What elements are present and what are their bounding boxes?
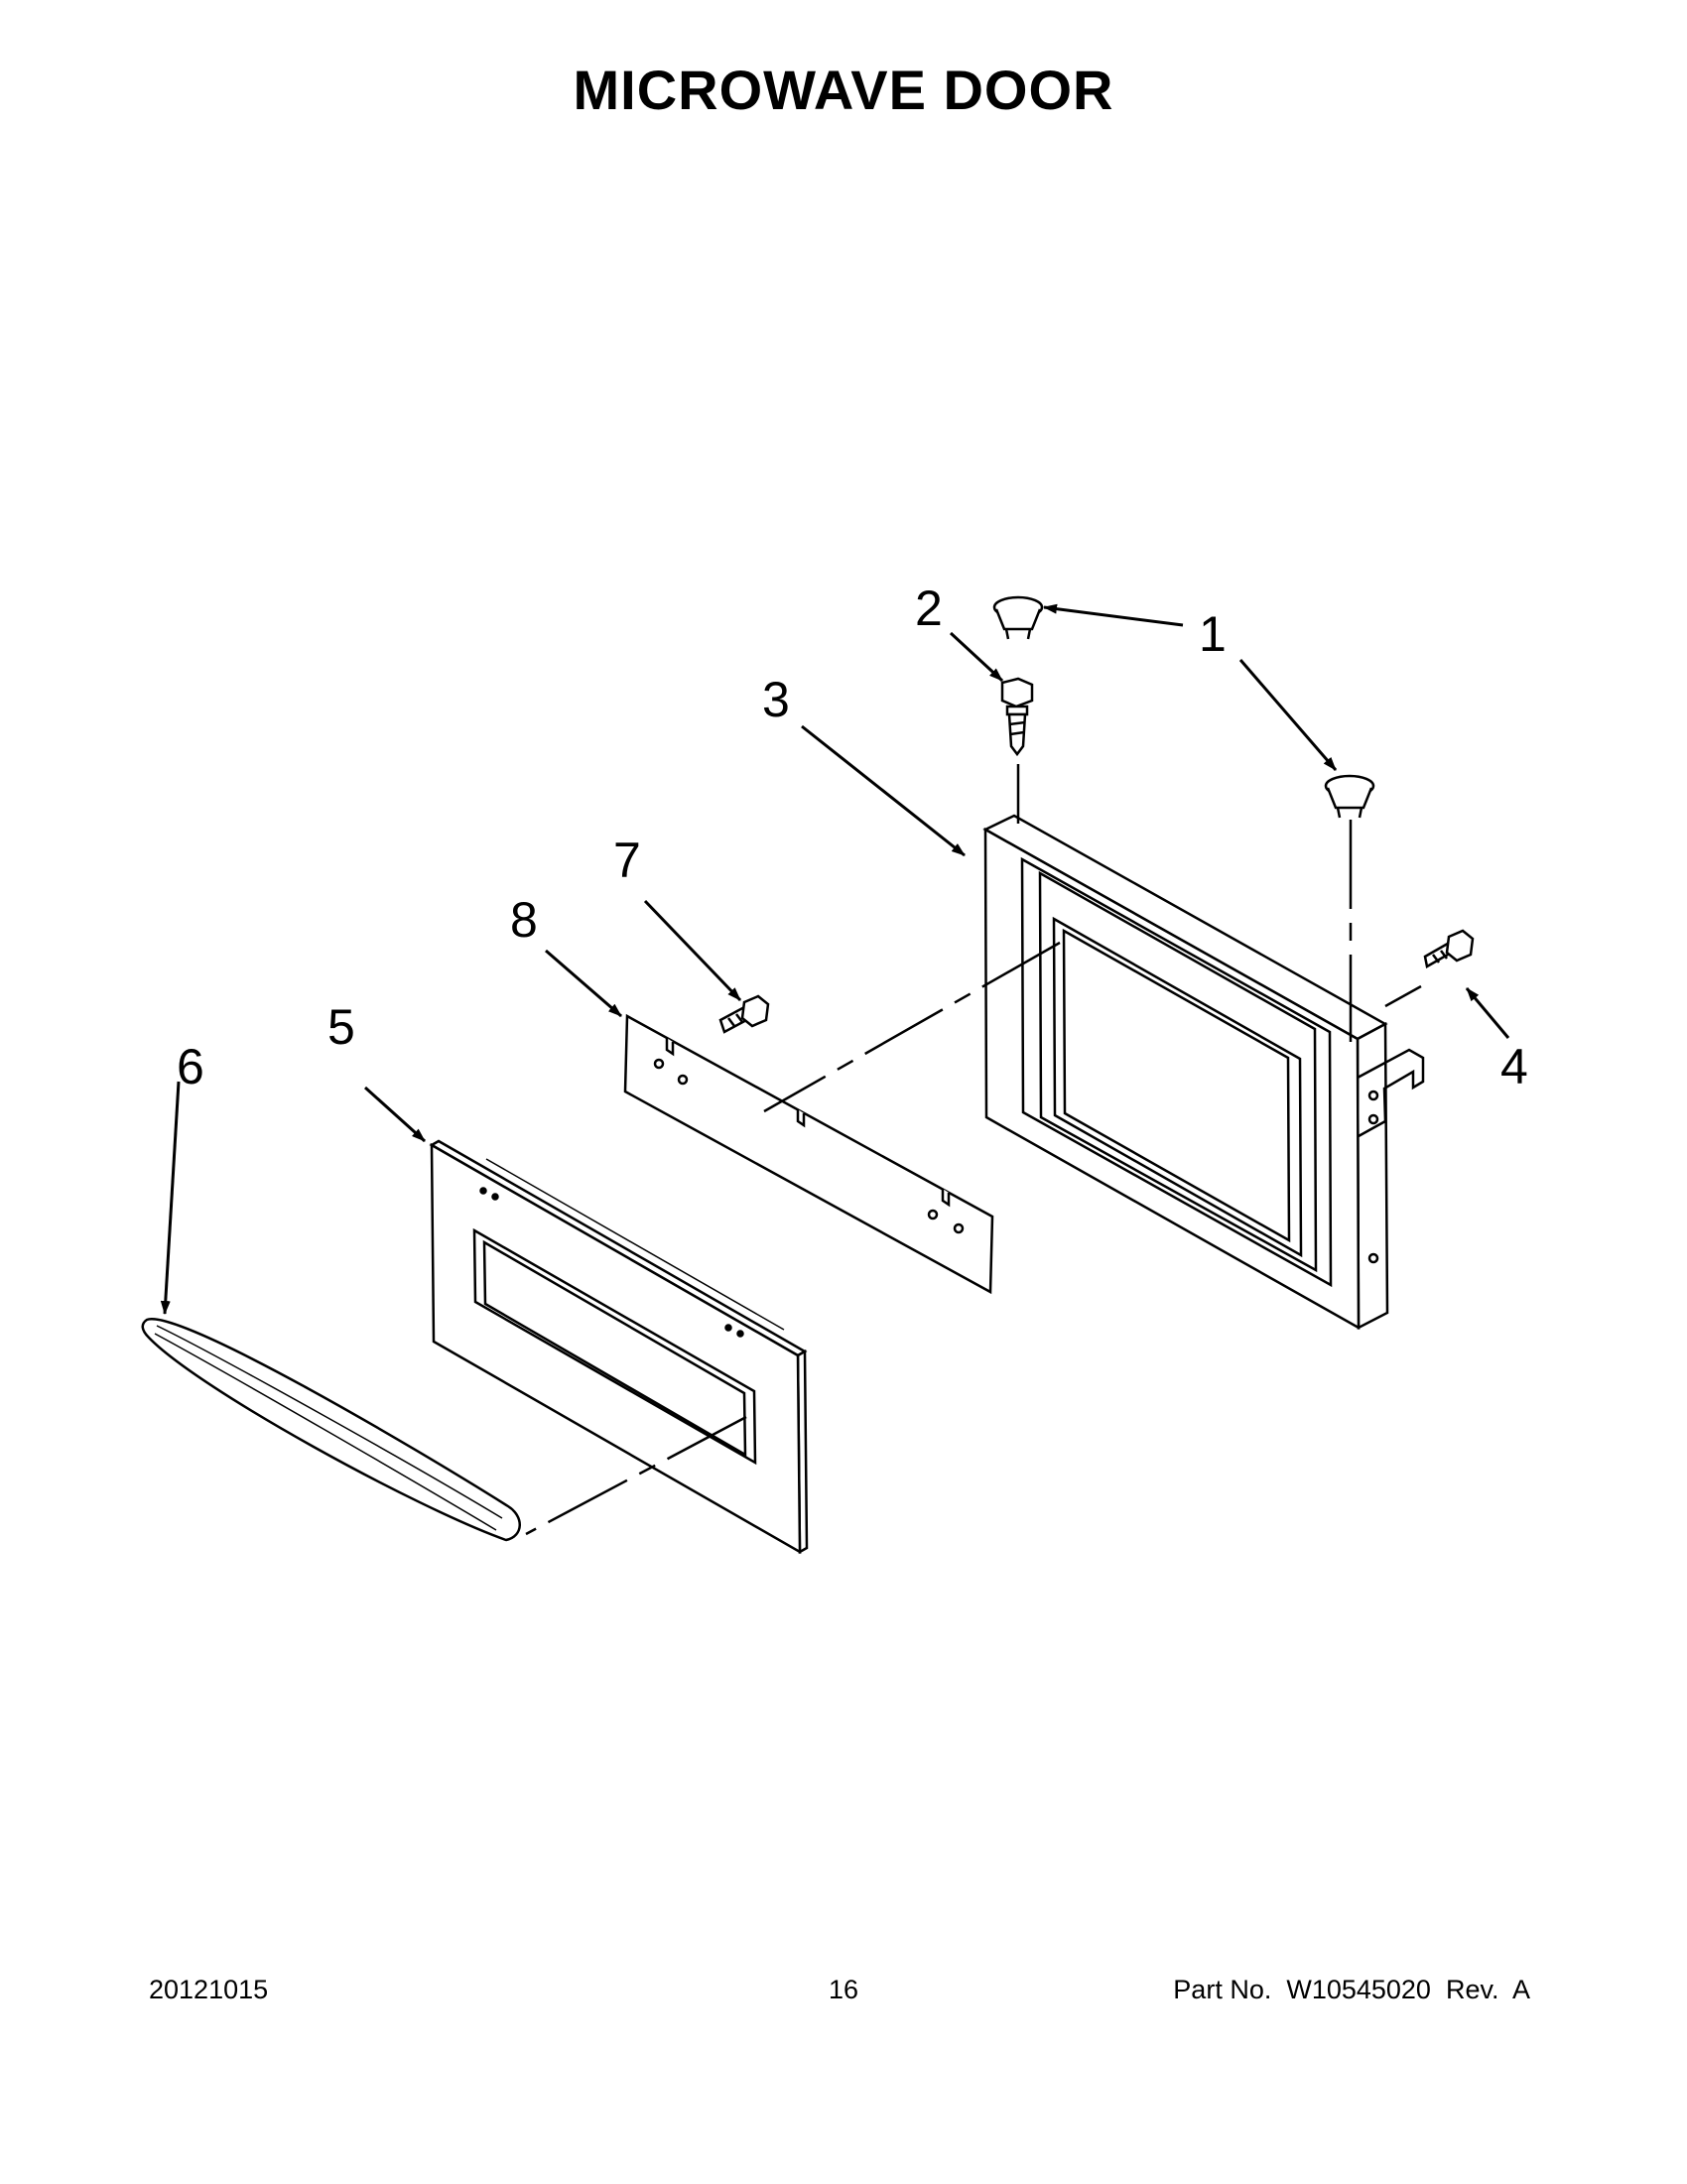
part-1-plug-right [1324, 774, 1375, 819]
callout-2: 2 [915, 580, 943, 636]
callout-5: 5 [327, 999, 355, 1055]
part-3-inner-door-frame [982, 814, 1425, 1331]
footer-part-number: Part No. W10545020 Rev. A [1173, 1975, 1530, 2004]
part-5-door-panel [429, 1139, 809, 1555]
callout-3: 3 [762, 672, 790, 727]
footer-page-number: 16 [828, 1975, 859, 2004]
alignment-lines [525, 764, 1422, 1536]
part-1-plug-left [992, 595, 1044, 640]
callout-4: 4 [1500, 1039, 1528, 1094]
callout-6: 6 [177, 1039, 204, 1094]
part-8-bracket [623, 1013, 994, 1295]
callout-7: 7 [613, 833, 641, 888]
footer-date: 20121015 [149, 1975, 269, 2004]
part-4-screw [1423, 929, 1475, 968]
part-6-handle [141, 1318, 521, 1542]
page-title: MICROWAVE DOOR [573, 59, 1114, 121]
part-7-screw [718, 994, 770, 1034]
callout-8: 8 [510, 892, 538, 948]
callout-1: 1 [1199, 606, 1227, 662]
part-2-screw [1000, 677, 1034, 757]
leader-arrows [160, 603, 1510, 1315]
